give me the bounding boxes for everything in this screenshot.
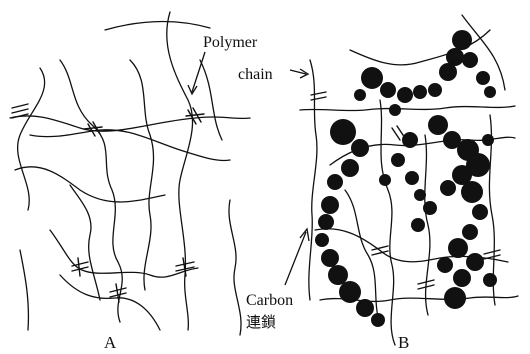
carbon-particle xyxy=(341,159,359,177)
carbon-arrow xyxy=(285,232,306,285)
carbon-particle xyxy=(380,82,396,98)
carbon-label-line2: 連鎖 xyxy=(246,313,276,331)
carbon-particle xyxy=(483,273,497,287)
carbon-particle xyxy=(472,204,488,220)
carbon-particle xyxy=(321,249,339,267)
polymer-arrow xyxy=(192,52,205,92)
carbon-particle xyxy=(462,224,478,240)
carbon-particle xyxy=(476,71,490,85)
polymer-chain xyxy=(20,250,28,330)
polymer-chain xyxy=(380,100,395,345)
polymer-label-line2: chain xyxy=(238,66,273,83)
polymer-chain xyxy=(315,229,508,262)
carbon-particle xyxy=(484,86,496,98)
crosslink-mark xyxy=(311,92,326,100)
polymer-chain xyxy=(30,130,230,161)
carbon-particle xyxy=(318,214,334,230)
carbon-particle xyxy=(428,115,448,135)
panel-a-label: A xyxy=(104,333,117,352)
polymer-chain xyxy=(229,200,241,335)
carbon-particle xyxy=(315,233,329,247)
carbon-particle xyxy=(361,67,383,89)
crosslink-mark xyxy=(84,122,102,136)
carbon-particle xyxy=(428,83,442,97)
polymer-chain xyxy=(60,275,160,330)
carbon-particle xyxy=(330,119,356,145)
carbon-particle xyxy=(466,253,484,271)
carbon-particle xyxy=(452,30,472,50)
polymer-chain xyxy=(105,21,210,30)
carbon-particle xyxy=(391,153,405,167)
polymer-chain xyxy=(300,106,515,111)
carbon-particle xyxy=(453,269,471,287)
carbon-particle xyxy=(327,174,343,190)
polymer-chain xyxy=(50,230,198,277)
carbon-particle xyxy=(439,63,457,81)
carbon-particle xyxy=(440,180,456,196)
panel-a-network xyxy=(10,12,250,335)
polymer-chain xyxy=(130,60,154,290)
polymer-chain xyxy=(200,60,222,140)
polymer-chain xyxy=(15,167,165,202)
carbon-particle xyxy=(354,89,366,101)
carbon-particle xyxy=(405,171,419,185)
carbon-particle xyxy=(444,287,466,309)
polymer-chain-annotation: Polymer chain xyxy=(188,34,308,94)
polymer-chain xyxy=(167,12,193,330)
crosslink-mark xyxy=(72,258,88,276)
carbon-particle xyxy=(328,265,348,285)
panel-b-carbon-particles xyxy=(315,30,497,327)
carbon-particle xyxy=(437,257,453,273)
carbon-particle xyxy=(397,87,413,103)
panel-a-crosslinks xyxy=(12,104,204,302)
polymer-chain xyxy=(309,60,317,300)
carbon-particle xyxy=(321,196,339,214)
carbon-particle xyxy=(462,52,478,68)
panel-b-label: B xyxy=(398,333,409,352)
carbon-particle xyxy=(389,104,401,116)
carbon-particle xyxy=(448,238,468,258)
polymer-chain xyxy=(425,135,430,315)
carbon-particle xyxy=(413,85,427,99)
crosslink-mark xyxy=(110,284,126,302)
carbon-annotation: Carbon 連鎖 xyxy=(246,229,309,331)
crosslink-mark xyxy=(186,108,204,124)
carbon-particle xyxy=(461,181,483,203)
carbon-label-line1: Carbon xyxy=(246,292,293,309)
polymer-chain xyxy=(70,185,100,300)
polymer-label-line1: Polymer xyxy=(203,34,258,51)
carbon-particle xyxy=(411,218,425,232)
polymer-chain xyxy=(18,68,45,210)
polymer-chain xyxy=(10,116,250,131)
polymer-chain xyxy=(60,60,122,322)
